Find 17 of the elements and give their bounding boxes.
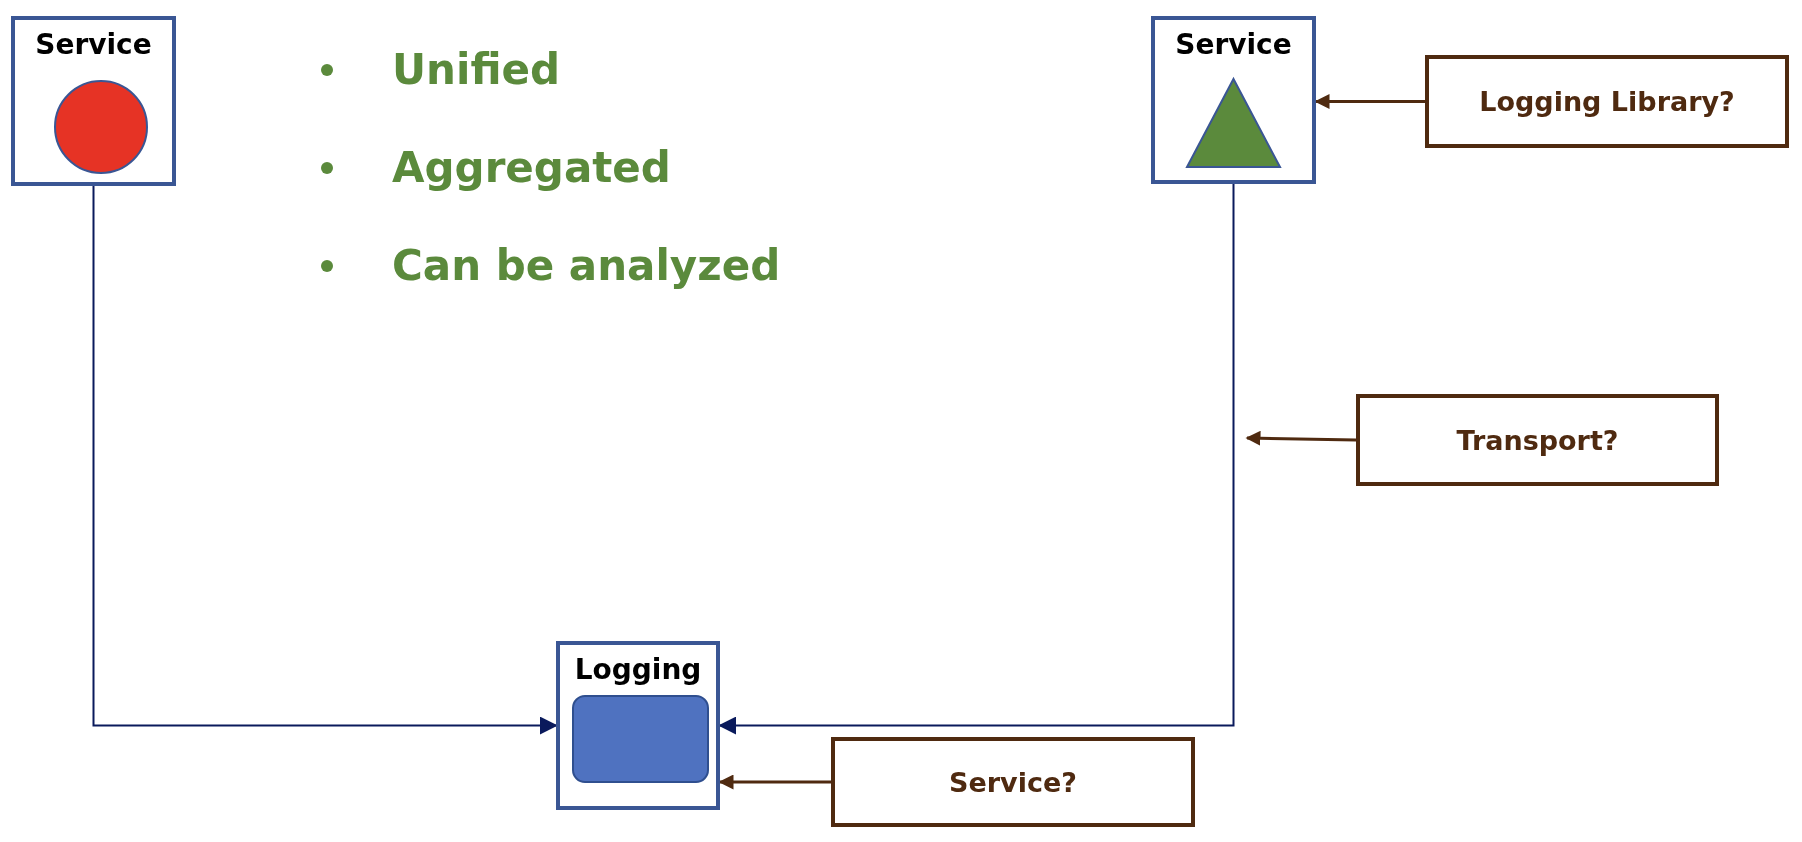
- node-label: Logging Library?: [1479, 86, 1735, 117]
- service-box: [1151, 16, 1316, 184]
- arrow: [92, 185, 558, 735]
- callout-box: [831, 737, 1195, 827]
- callout-box: [1425, 55, 1789, 148]
- node-label: Logging: [573, 653, 703, 686]
- node-label: Service: [1174, 28, 1293, 61]
- bullet-text: Can be analyzed: [392, 241, 781, 290]
- node-label: Service: [34, 28, 153, 61]
- bullet-text: Unified: [392, 45, 561, 94]
- callout-box: [1356, 394, 1719, 486]
- bullet-text: Aggregated: [392, 143, 671, 192]
- service-box: [556, 641, 720, 810]
- service-box: [11, 16, 176, 186]
- node-label: Transport?: [1456, 424, 1619, 456]
- arrow: [1245, 430, 1357, 446]
- node-label: Service?: [949, 766, 1077, 798]
